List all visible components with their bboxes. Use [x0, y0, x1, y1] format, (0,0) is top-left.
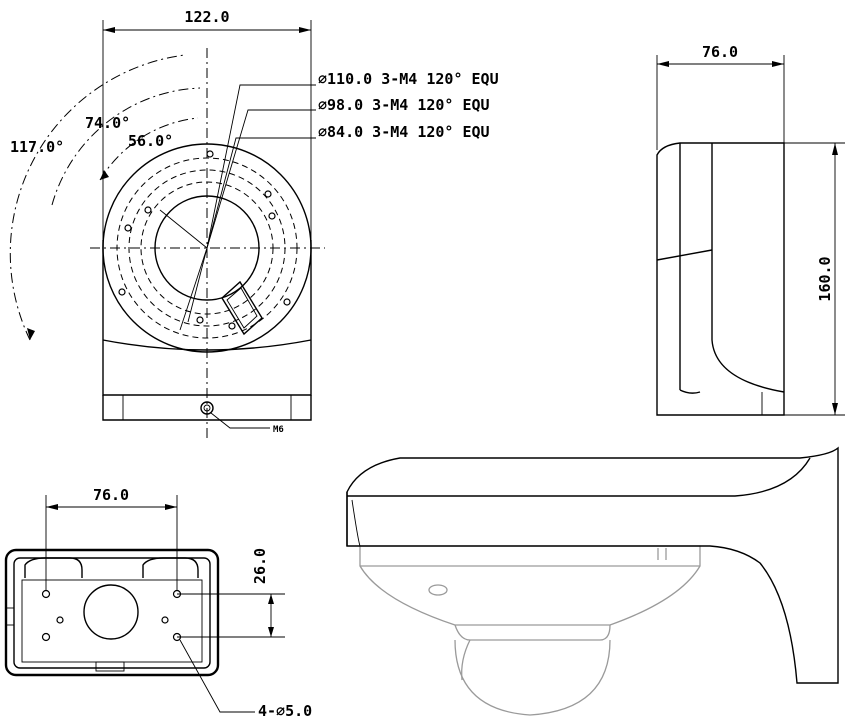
thread-m6-label: M6 — [273, 425, 284, 435]
pcd-110-callout: ∅110.0 3-M4 120° EQU — [318, 70, 499, 88]
back-hole-spacing-v: 26.0 — [251, 548, 269, 584]
side-height-dimension: 160.0 — [816, 256, 834, 301]
front-width-dimension: 122.0 — [184, 8, 229, 26]
angle-117-label: 117.0° — [10, 138, 64, 156]
perspective-view — [346, 446, 839, 716]
side-view: 76.0 160.0 — [656, 43, 845, 416]
holes-callout: 4-∅5.0 — [258, 702, 312, 720]
angle-56-label: 56.0° — [128, 132, 173, 150]
back-hole-spacing-h: 76.0 — [93, 486, 129, 504]
front-view: 122.0 — [9, 8, 499, 440]
back-view: 76.0 26.0 4-∅5.0 — [4, 486, 312, 720]
pcd-98-callout: ∅98.0 3-M4 120° EQU — [318, 96, 490, 114]
angle-74-label: 74.0° — [85, 114, 130, 132]
side-depth-dimension: 76.0 — [702, 43, 738, 61]
pcd-84-callout: ∅84.0 3-M4 120° EQU — [318, 123, 490, 141]
